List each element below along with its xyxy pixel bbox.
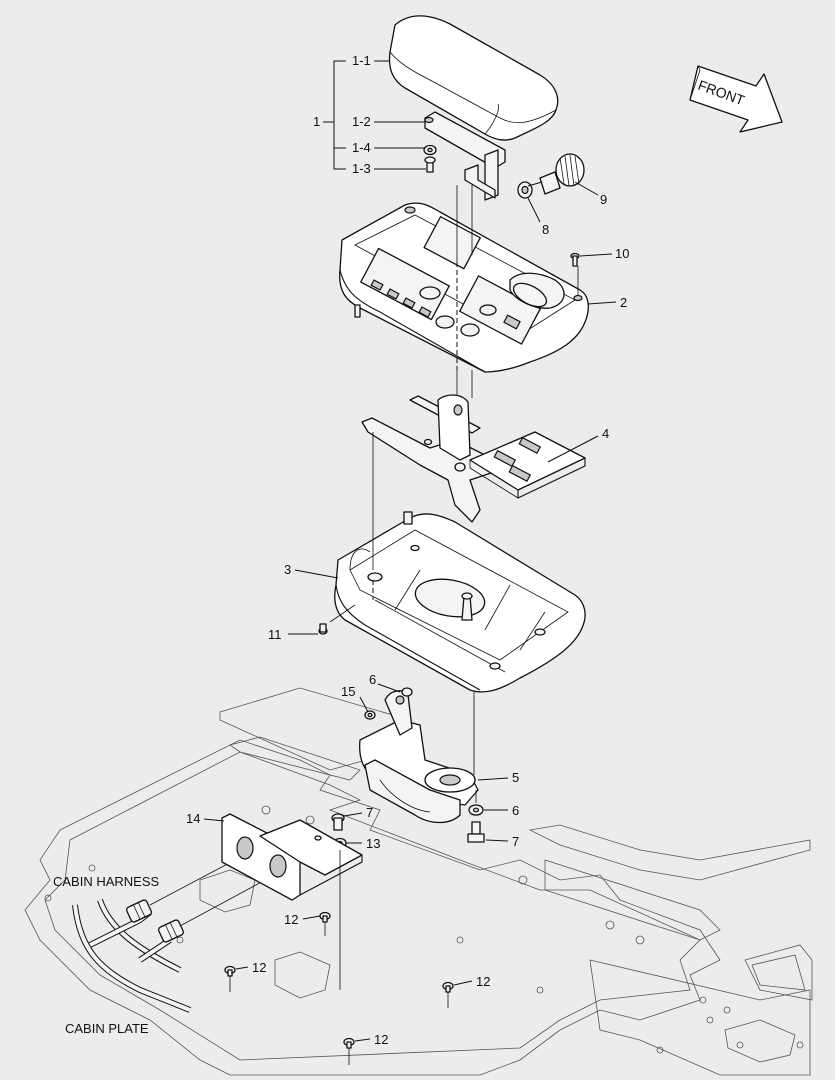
armrest-bracket <box>424 111 506 201</box>
washer-1-4 <box>423 144 437 156</box>
armrest-pad <box>388 15 559 141</box>
callout-15: 15 <box>341 684 355 699</box>
callout-1: 1 <box>313 114 320 129</box>
cabin-harness <box>72 859 281 1013</box>
callout-4: 4 <box>602 426 609 441</box>
washer-6-lower <box>468 804 484 816</box>
cabin-harness-label: CABIN HARNESS <box>53 874 160 889</box>
callout-14: 14 <box>186 811 200 826</box>
callout-6-upper: 6 <box>369 672 376 687</box>
callout-3: 3 <box>284 562 291 577</box>
callout-5: 5 <box>512 770 519 785</box>
cabin-plate <box>24 687 813 1076</box>
washer-8 <box>517 181 533 199</box>
callout-1-4: 1-4 <box>352 140 371 155</box>
callout-6-lower: 6 <box>512 803 519 818</box>
knob-9 <box>527 153 585 195</box>
callout-8: 8 <box>542 222 549 237</box>
cabin-plate-label: CABIN PLATE <box>65 1021 149 1036</box>
lower-console-3 <box>334 511 586 693</box>
harness-connector <box>157 919 185 943</box>
callout-2: 2 <box>620 295 627 310</box>
callout-11: 11 <box>268 627 282 642</box>
upper-console-2 <box>339 202 589 373</box>
screw-12-b <box>224 965 236 977</box>
screw-10 <box>570 252 580 267</box>
screw-12-d <box>343 1037 355 1049</box>
bracket-plate-4 <box>361 394 586 523</box>
callout-12-b: 12 <box>252 960 266 975</box>
front-arrow: FRONT <box>689 65 783 133</box>
callout-12-c: 12 <box>476 974 490 989</box>
leader-lines <box>203 60 617 1042</box>
screw-11 <box>318 623 328 635</box>
callout-10: 10 <box>615 246 629 261</box>
alignment-lines <box>229 185 579 1065</box>
callout-12-d: 12 <box>374 1032 388 1047</box>
bolt-1-3 <box>424 156 436 173</box>
callout-7-lower: 7 <box>512 834 519 849</box>
callout-13: 13 <box>366 836 380 851</box>
callout-12-a: 12 <box>284 912 298 927</box>
callout-7-upper: 7 <box>366 805 373 820</box>
bolt-7-lower <box>467 821 485 843</box>
screw-12-c <box>442 981 454 993</box>
callout-1-3: 1-3 <box>352 161 371 176</box>
callout-labels: 1 1-1 1-2 1-4 1-3 9 8 10 2 4 3 11 15 6 5… <box>53 53 629 1047</box>
callout-1-1: 1-1 <box>352 53 371 68</box>
callout-1-2: 1-2 <box>352 114 371 129</box>
bolt-7-upper <box>331 813 345 831</box>
console-bracket-5 <box>359 687 479 824</box>
screw-12-a <box>319 911 331 923</box>
callout-9: 9 <box>600 192 607 207</box>
harness-connector <box>125 899 153 923</box>
bolt-15 <box>364 710 376 720</box>
harness-plate-14 <box>221 813 363 901</box>
